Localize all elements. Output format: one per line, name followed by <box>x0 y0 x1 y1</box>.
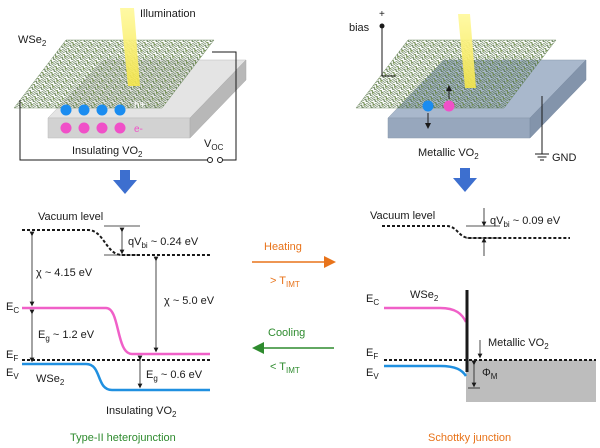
ev-label: EV <box>6 367 19 381</box>
cooling-label: Cooling <box>268 327 305 339</box>
valence-band <box>22 362 210 392</box>
chi-right-label: χ ~ 5.0 eV <box>164 295 215 307</box>
vacuum-level-line <box>22 229 210 256</box>
conduction-band <box>384 306 468 323</box>
wse2-label: WSe2 <box>18 34 47 48</box>
electron-row <box>60 122 126 134</box>
vacuum-level-label: Vacuum level <box>38 211 103 223</box>
electron-symbol: e- <box>134 124 143 135</box>
voc-terminal-left <box>207 157 213 163</box>
hole-dot <box>78 104 90 116</box>
heating-label: Heating <box>264 241 302 253</box>
gnd-icon <box>535 153 549 161</box>
right-device: + bias Metallic VO2 GND <box>349 9 587 164</box>
down-arrow-left <box>113 170 137 194</box>
wse2-lattice-sheet <box>14 40 214 108</box>
bias-wire <box>381 28 396 77</box>
wse2-lattice-sheet <box>356 40 556 108</box>
transition-arrows: Heating > TIMT Cooling < TIMT <box>252 241 336 375</box>
qvbi-label: qVbi ~ 0.24 eV <box>128 236 199 250</box>
hole-dot <box>114 104 126 116</box>
type-ii-caption: Type-II heterojunction <box>70 432 176 444</box>
electron-dot <box>114 122 126 134</box>
illumination-beam <box>458 14 476 88</box>
illumination-label: Illumination <box>140 8 196 20</box>
electron-dot <box>78 122 90 134</box>
left-device: h+ e- Illumination WSe2 Insulating VO2 V… <box>13 8 247 163</box>
electron-dot <box>96 122 108 134</box>
wse2-band-label: WSe2 <box>36 373 65 387</box>
hole-dot <box>422 100 434 112</box>
ef-label: EF <box>366 347 378 361</box>
insulating-vo2-label: Insulating VO2 <box>72 145 143 159</box>
hole-row <box>60 104 126 116</box>
phi-m-label: ΦM <box>482 367 498 381</box>
metallic-vo2-block <box>466 360 596 402</box>
insulating-vo2-substrate-side <box>189 59 247 139</box>
ev-label: EV <box>366 367 379 381</box>
bias-label: bias <box>349 22 370 34</box>
valence-band <box>384 364 468 377</box>
hole-dot <box>96 104 108 116</box>
gnd-label: GND <box>552 152 577 164</box>
wse2-band-label: WSe2 <box>410 289 439 303</box>
right-band-diagram: Vacuum level qVbi ~ 0.09 eV EC WSe2 EF E… <box>366 208 596 444</box>
eg-left-label: Eg ~ 1.2 eV <box>38 329 95 343</box>
ef-label: EF <box>6 349 18 363</box>
cooling-condition: < TIMT <box>270 361 300 375</box>
left-band-diagram: Vacuum level qVbi ~ 0.24 eV χ ~ 4.15 eV … <box>6 211 215 444</box>
voc-label: VOC <box>204 138 224 152</box>
vacuum-level-label: Vacuum level <box>370 210 435 222</box>
eg-right-label: Eg ~ 0.6 eV <box>146 369 203 383</box>
electron-dot <box>60 122 72 134</box>
insulating-vo2-band-label: Insulating VO2 <box>106 405 177 419</box>
bias-terminal <box>379 23 385 29</box>
conduction-band <box>22 306 210 356</box>
ec-label: EC <box>6 301 19 315</box>
hole-symbol: h+ <box>134 100 146 111</box>
heating-condition: > TIMT <box>270 275 300 289</box>
ec-label: EC <box>366 293 379 307</box>
chi-left-label: χ ~ 4.15 eV <box>36 267 93 279</box>
metallic-vo2-substrate-front <box>387 117 531 139</box>
bias-plus: + <box>379 9 385 20</box>
voc-terminal-right <box>217 157 223 163</box>
metallic-vo2-band-label: Metallic VO2 <box>488 337 549 351</box>
voc-circuit-wire <box>19 51 237 161</box>
hole-dot <box>60 104 72 116</box>
metallic-vo2-substrate-side <box>529 59 587 139</box>
vacuum-level-line <box>382 225 570 239</box>
metallic-vo2-label: Metallic VO2 <box>418 147 479 161</box>
down-arrow-right <box>453 168 477 192</box>
electron-dot <box>443 100 455 112</box>
qvbi-label: qVbi ~ 0.09 eV <box>490 215 561 229</box>
illumination-beam <box>120 8 140 86</box>
schottky-caption: Schottky junction <box>428 432 511 444</box>
